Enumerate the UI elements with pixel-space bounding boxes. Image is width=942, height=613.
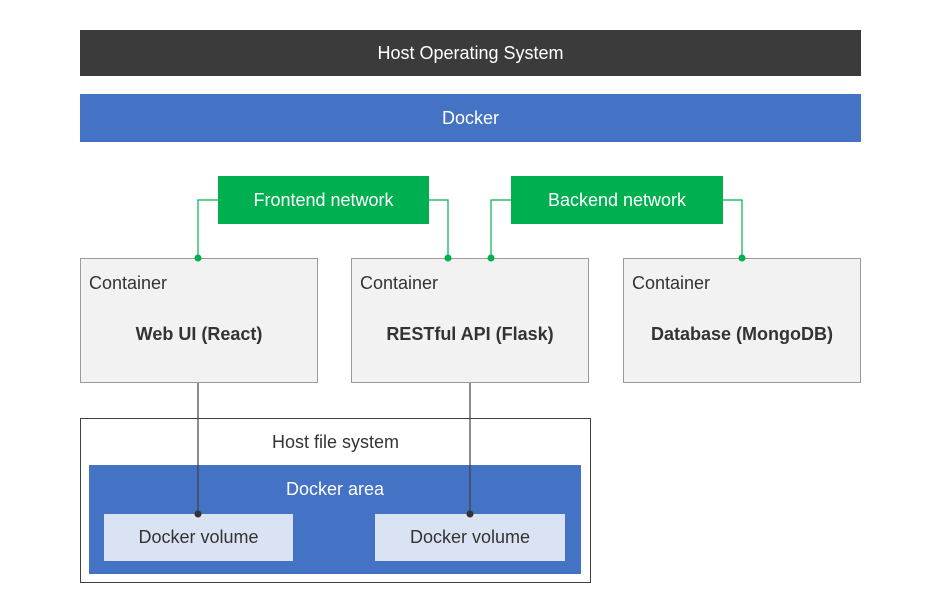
frontend-network-label: Frontend network [253,189,394,210]
frontend-to-web-ui-connector [197,199,218,258]
backend-network-label: Backend network [547,189,687,210]
frontend-network-box: Frontend network [218,176,429,224]
container-name: Web UI (React) [135,324,263,344]
container-web-ui: Container Web UI (React) [80,258,318,383]
docker-area-label: Docker area [285,479,385,499]
host-operating-system-label: Host Operating System [377,42,564,63]
frontend-to-api-connector [429,199,449,258]
docker-volume-web-ui: Docker volume [104,514,293,561]
docker-volume-label: Docker volume [138,527,259,547]
host-operating-system-layer: Host Operating System [80,30,861,76]
container-name: Database (MongoDB) [650,324,833,344]
container-kind-label: Container [360,273,439,293]
backend-to-api-connector [490,199,511,258]
container-name: RESTful API (Flask) [386,324,554,344]
container-kind-label: Container [89,273,168,293]
container-database: Container Database (MongoDB) [623,258,861,383]
docker-layer: Docker [80,94,861,142]
backend-network-box: Backend network [511,176,723,224]
docker-volume-api: Docker volume [375,514,565,561]
container-kind-label: Container [632,273,711,293]
host-file-system-label: Host file system [271,432,400,452]
docker-volume-label: Docker volume [409,527,531,547]
backend-to-database-connector [723,199,743,258]
docker-label: Docker [441,107,499,128]
container-restful-api: Container RESTful API (Flask) [351,258,589,383]
